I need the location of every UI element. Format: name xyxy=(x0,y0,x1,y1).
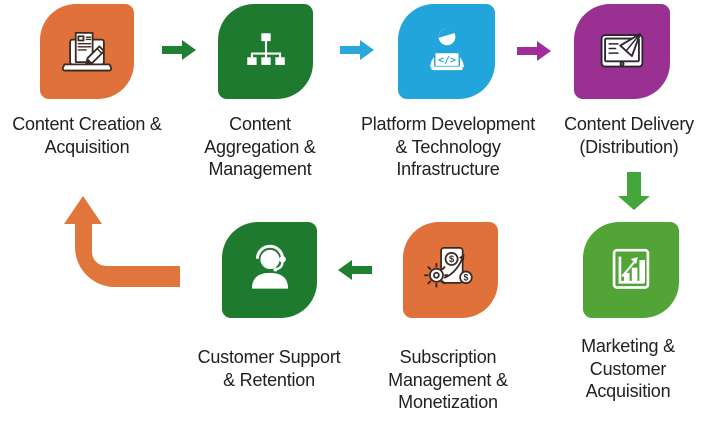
node-label-customer-support: Customer Support & Retention xyxy=(197,347,341,390)
arrow-left-icon xyxy=(338,260,372,280)
node-customer-support xyxy=(222,222,317,318)
billing-icon: $ $ xyxy=(423,246,473,288)
node-platform-development: </> xyxy=(398,4,495,99)
node-label-content-aggregation: Content Aggregation & Management xyxy=(204,114,316,179)
node-label-content-creation: Content Creation & Acquisition xyxy=(12,114,162,157)
node-content-aggregation xyxy=(218,4,313,99)
node-label-content-delivery: Content Delivery (Distribution) xyxy=(564,114,694,157)
node-label-platform-development: Platform Development & Technology Infras… xyxy=(360,114,536,179)
arrow-right-icon xyxy=(340,40,374,60)
dollar-glyph: $ xyxy=(463,273,468,283)
node-label-subscription: Subscription Management & Monetization xyxy=(388,347,508,412)
developer-icon: </> xyxy=(429,27,464,70)
node-subscription: $ $ xyxy=(403,222,498,318)
arrow-right-icon xyxy=(162,40,196,60)
growth-chart-icon xyxy=(612,248,650,289)
support-agent-icon xyxy=(251,244,288,289)
laptop-edit-icon xyxy=(61,31,113,71)
arrow-right-icon xyxy=(517,41,551,61)
sitemap-icon xyxy=(246,32,285,65)
node-content-creation xyxy=(40,4,134,99)
tablet-message-icon xyxy=(600,32,644,68)
node-marketing xyxy=(583,222,679,318)
arrow-curved-up-icon xyxy=(64,196,180,287)
arrow-down-icon xyxy=(618,172,650,210)
node-label-marketing: Marketing & Customer Acquisition xyxy=(581,336,675,401)
code-glyph: </> xyxy=(438,55,456,66)
node-content-delivery xyxy=(574,4,670,99)
dollar-glyph: $ xyxy=(448,254,454,264)
